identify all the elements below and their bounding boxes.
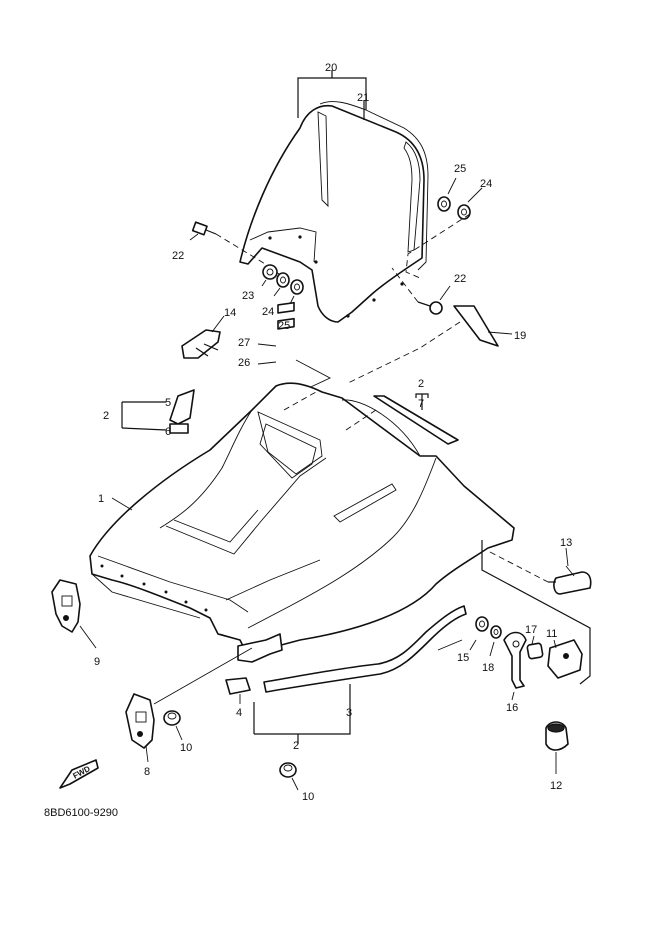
callout-25-bottom: 25 [278,320,290,332]
callout-9: 9 [94,656,100,668]
washer-15 [475,616,489,632]
emblem-19 [453,305,499,347]
leader-13 [565,547,569,567]
callout-17: 17 [525,624,537,636]
leader-24a [467,187,483,203]
callout-2-pads: 2 [103,410,109,422]
leader-26 [257,361,277,365]
pad-6 [169,423,189,434]
label-27 [277,301,295,314]
nut-25-top [437,196,451,212]
leader-10b [291,777,299,791]
leader-25a [447,177,457,195]
washer-23 [262,264,278,280]
nut-25-bottom [290,279,304,295]
callout-18: 18 [482,662,494,674]
callout-20: 20 [325,62,337,74]
callout-21: 21 [357,92,369,104]
leader-8 [145,745,149,763]
bracket-2c [253,684,351,735]
callout-22-right: 22 [454,273,466,285]
callout-15: 15 [457,652,469,664]
dash-hood [283,391,317,411]
bushing-17 [526,642,544,660]
leader-16 [511,691,515,701]
latch-9 [51,579,81,633]
side-strip-3 [263,605,467,693]
callout-24-top: 24 [480,178,492,190]
callout-24-bottom: 24 [262,306,274,318]
leader-19 [487,331,513,335]
leader-27 [257,343,277,347]
fwd-arrow-icon: FWD [59,759,99,789]
pad-5 [169,389,195,425]
callout-2-strip: 2 [418,378,424,390]
callout-10-left: 10 [180,742,192,754]
grommet-10a [163,710,181,726]
leader-1 [111,497,133,511]
callout-12: 12 [550,780,562,792]
dash-nut-line [405,213,471,279]
windshield [239,101,429,323]
callout-6: 6 [165,426,171,438]
washer-18 [490,625,502,639]
callout-5: 5 [165,397,171,409]
diagram-code: 8BD6100-9290 [44,807,118,819]
hood-1 [89,382,515,663]
callout-16: 16 [506,702,518,714]
latch-8 [125,693,155,749]
dash-emblem [345,321,461,385]
callout-1: 1 [98,493,104,505]
dash-strip [345,409,377,431]
dash-bolt-right [391,267,419,303]
washer-24-top [457,204,471,220]
callout-3: 3 [346,707,352,719]
grommet-10b [279,762,297,778]
callout-7: 7 [418,398,424,410]
callout-4: 4 [236,707,242,719]
callout-10-bottom: 10 [302,791,314,803]
leader-14 [211,315,225,333]
light-13 [548,565,592,595]
leader-15 [469,639,477,651]
mount-guide-13 [481,540,591,685]
callout-19: 19 [514,330,526,342]
callout-14: 14 [224,307,236,319]
latch-8-line [153,647,253,705]
callout-11: 11 [546,628,557,640]
leader-22b [439,285,451,301]
callout-13: 13 [560,537,572,549]
hinge-11 [547,639,583,679]
callout-26: 26 [238,357,250,369]
leader-6 [121,427,167,431]
hinge-guide [437,639,463,651]
arm-16 [503,631,527,689]
label-26 [277,317,295,330]
leader-10a [175,725,183,741]
pad-4 [225,677,251,695]
callout-23: 23 [242,290,254,302]
knob-12 [545,721,569,751]
callout-8: 8 [144,766,150,778]
leader-17 [531,635,535,645]
leader-24b [273,287,281,297]
callout-27: 27 [238,337,250,349]
bolt-22-left [191,221,217,236]
bracket-14 [181,329,221,359]
dash-light [489,551,549,583]
callout-25-top: 25 [454,163,466,175]
leader-22a [189,233,199,241]
callout-22-left: 22 [172,250,184,262]
callout-2-side: 2 [293,740,299,752]
washer-24-bottom [276,272,290,288]
leader-23 [261,279,267,287]
leader-11 [553,639,557,649]
strip-7 [373,395,459,445]
bolt-22-right [417,301,443,315]
leader-18 [489,641,495,657]
leader-9 [79,625,97,649]
